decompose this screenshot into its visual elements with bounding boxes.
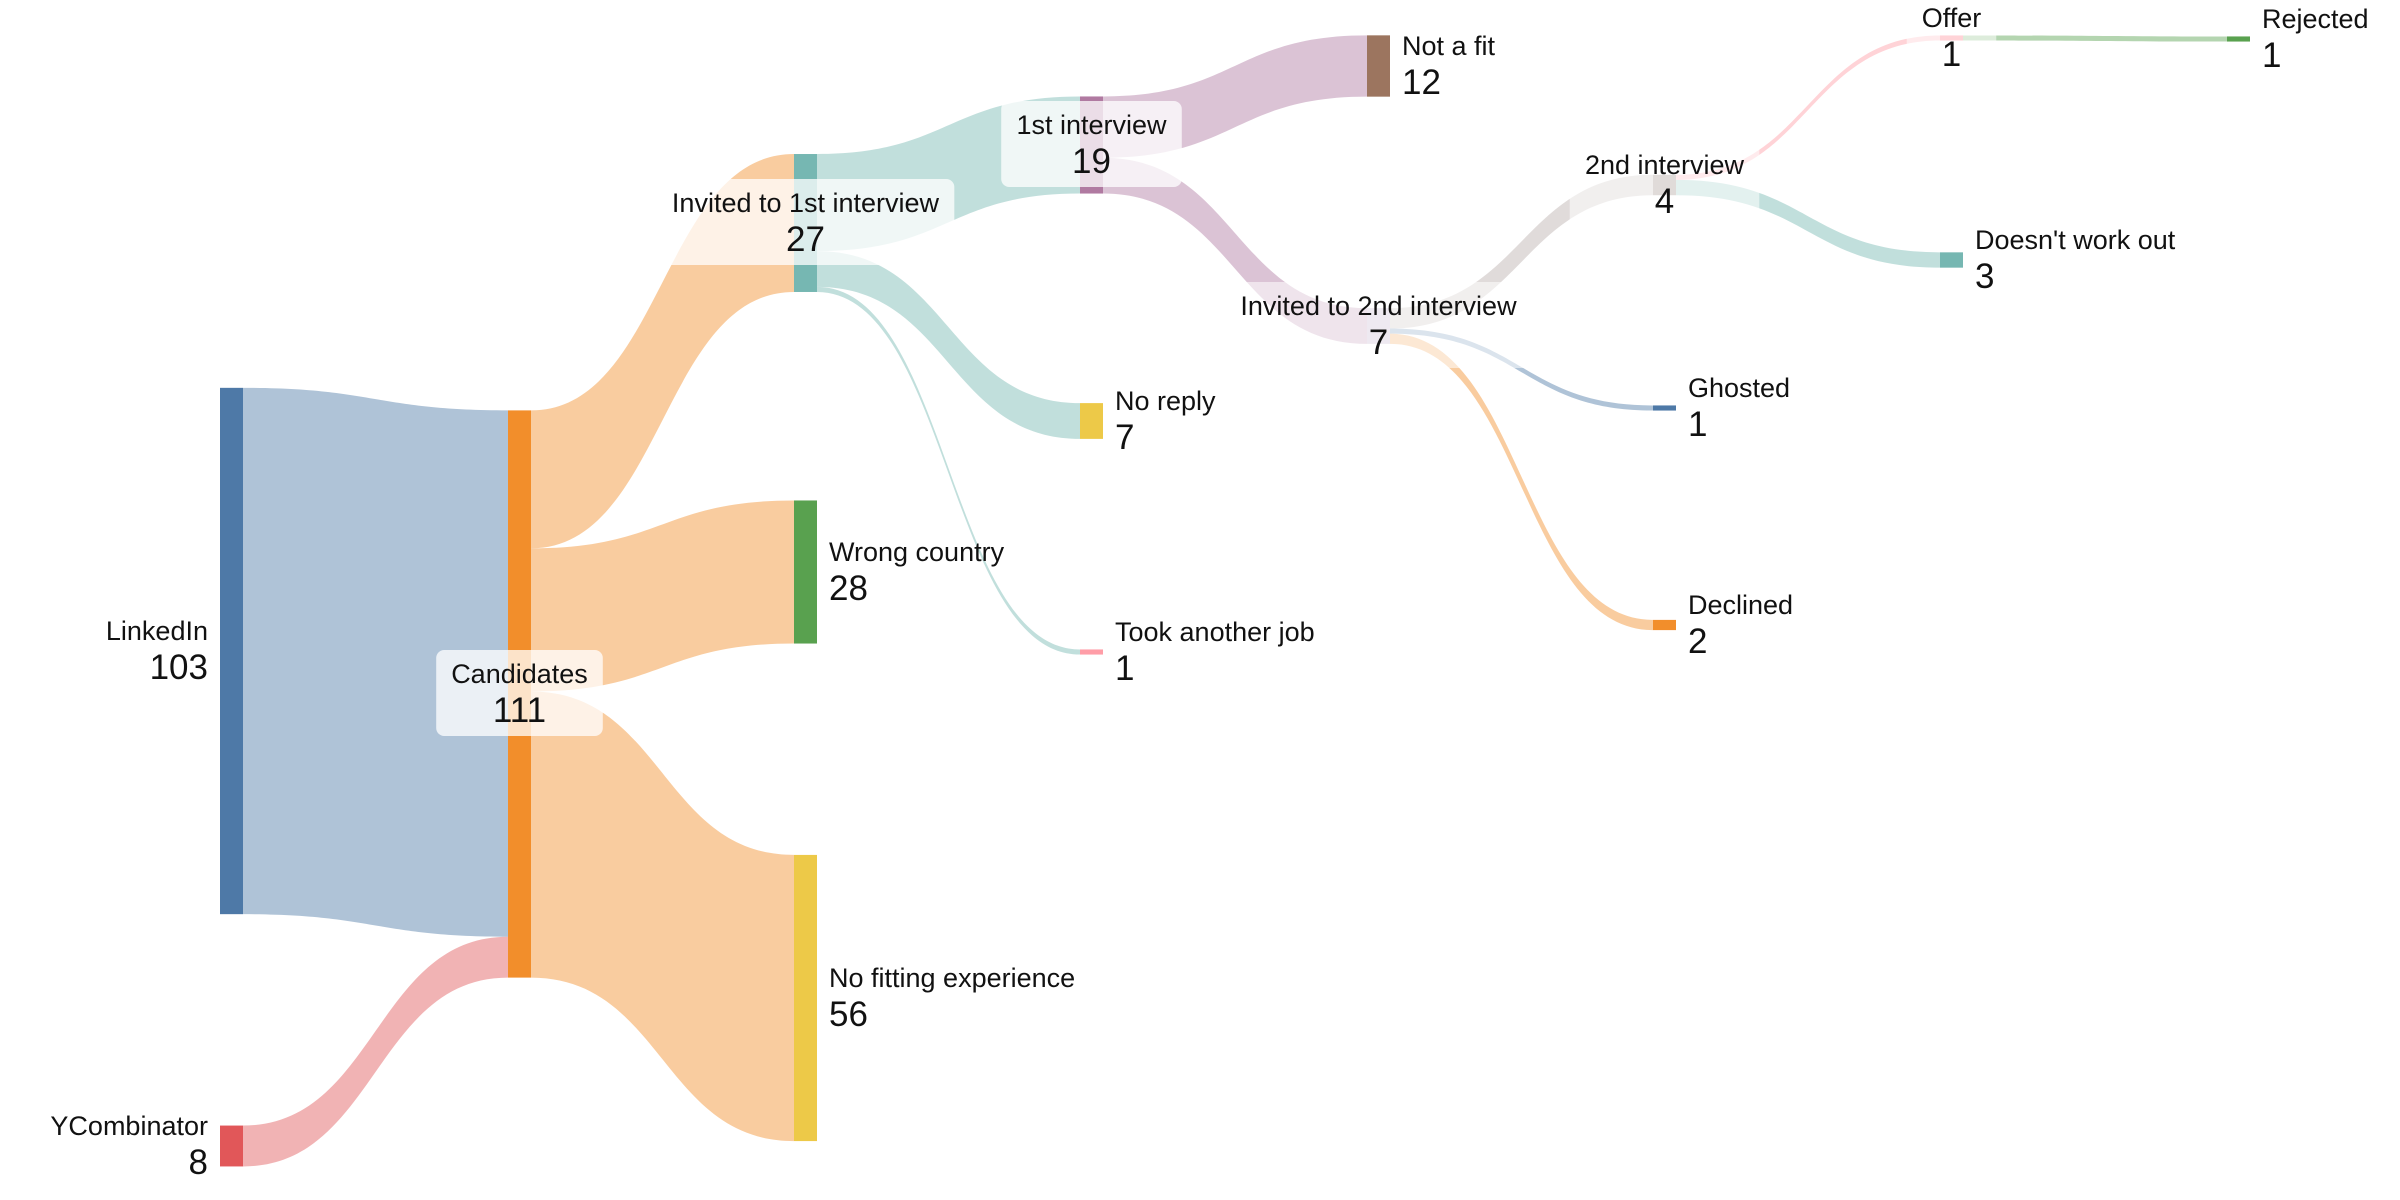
label-background	[656, 179, 955, 265]
node-name: Invited to 2nd interview	[1240, 291, 1517, 321]
label-background	[1569, 141, 1760, 227]
link-linkedin-to-candidates[interactable]	[243, 387, 508, 937]
node-name: Took another job	[1115, 617, 1315, 647]
labels-layer: LinkedIn103YCombinator8Candidates111Invi…	[50, 0, 2369, 1182]
links-layer	[243, 35, 2227, 1167]
node-value: 4	[1655, 182, 1674, 221]
node-took_job[interactable]	[1080, 649, 1103, 655]
node-value: 7	[1369, 323, 1388, 362]
link-candidates-to-no_fitting[interactable]	[531, 691, 794, 1142]
node-name: Ghosted	[1688, 373, 1790, 403]
node-not_fit[interactable]	[1367, 35, 1390, 97]
node-name: No reply	[1115, 386, 1216, 416]
link-invited1-to-took_job[interactable]	[817, 286, 1080, 655]
node-name: Offer	[1922, 3, 1982, 33]
node-value: 28	[829, 569, 868, 608]
link-offer-to-rejected[interactable]	[1963, 35, 2227, 42]
node-declined[interactable]	[1653, 619, 1676, 631]
node-name: LinkedIn	[106, 616, 208, 646]
node-value: 56	[829, 995, 868, 1034]
node-name: 2nd interview	[1585, 150, 1745, 180]
node-doesnt_work[interactable]	[1940, 252, 1963, 268]
node-value: 12	[1402, 63, 1441, 102]
node-name: Not a fit	[1402, 31, 1496, 61]
node-value: 19	[1072, 142, 1111, 181]
node-no_reply[interactable]	[1080, 403, 1103, 439]
node-value: 27	[786, 220, 825, 259]
label-background	[1225, 282, 1532, 368]
node-value: 1	[1115, 649, 1134, 688]
label-background	[436, 650, 603, 736]
node-value: 7	[1115, 418, 1134, 457]
node-value: 2	[1688, 622, 1707, 661]
node-value: 1	[1688, 405, 1707, 444]
link-invited2-to-declined[interactable]	[1390, 333, 1653, 631]
node-name: Declined	[1688, 590, 1793, 620]
link-invited2-to-ghosted[interactable]	[1390, 328, 1653, 411]
node-wrong_country[interactable]	[794, 500, 817, 644]
node-name: Invited to 1st interview	[672, 188, 940, 218]
node-ycombinator[interactable]	[220, 1125, 243, 1167]
label-background	[1001, 101, 1182, 187]
link-invited2-to-interview2[interactable]	[1390, 174, 1653, 329]
link-candidates-to-wrong_country[interactable]	[531, 500, 794, 692]
node-rejected[interactable]	[2227, 36, 2250, 42]
link-interview2-to-offer[interactable]	[1676, 35, 1940, 180]
node-value: 111	[493, 691, 546, 730]
node-name: No fitting experience	[829, 963, 1075, 993]
node-name: Candidates	[451, 659, 588, 689]
node-linkedin[interactable]	[220, 387, 243, 915]
node-name: 1st interview	[1016, 110, 1167, 140]
nodes-layer	[220, 35, 2250, 1167]
node-value: 1	[1942, 35, 1961, 74]
link-ycombinator-to-candidates[interactable]	[243, 936, 508, 1167]
node-name: YCombinator	[50, 1111, 208, 1141]
node-ghosted[interactable]	[1653, 405, 1676, 411]
node-value: 103	[150, 648, 208, 687]
node-name: Rejected	[2262, 4, 2369, 34]
node-name: Wrong country	[829, 537, 1005, 567]
link-invited1-to-no_reply[interactable]	[817, 251, 1080, 439]
node-value: 1	[2262, 36, 2281, 75]
node-value: 3	[1975, 257, 1994, 296]
node-value: 8	[189, 1143, 208, 1182]
label-background	[1906, 0, 1997, 80]
node-no_fitting[interactable]	[794, 854, 817, 1142]
node-name: Doesn't work out	[1975, 225, 2176, 255]
